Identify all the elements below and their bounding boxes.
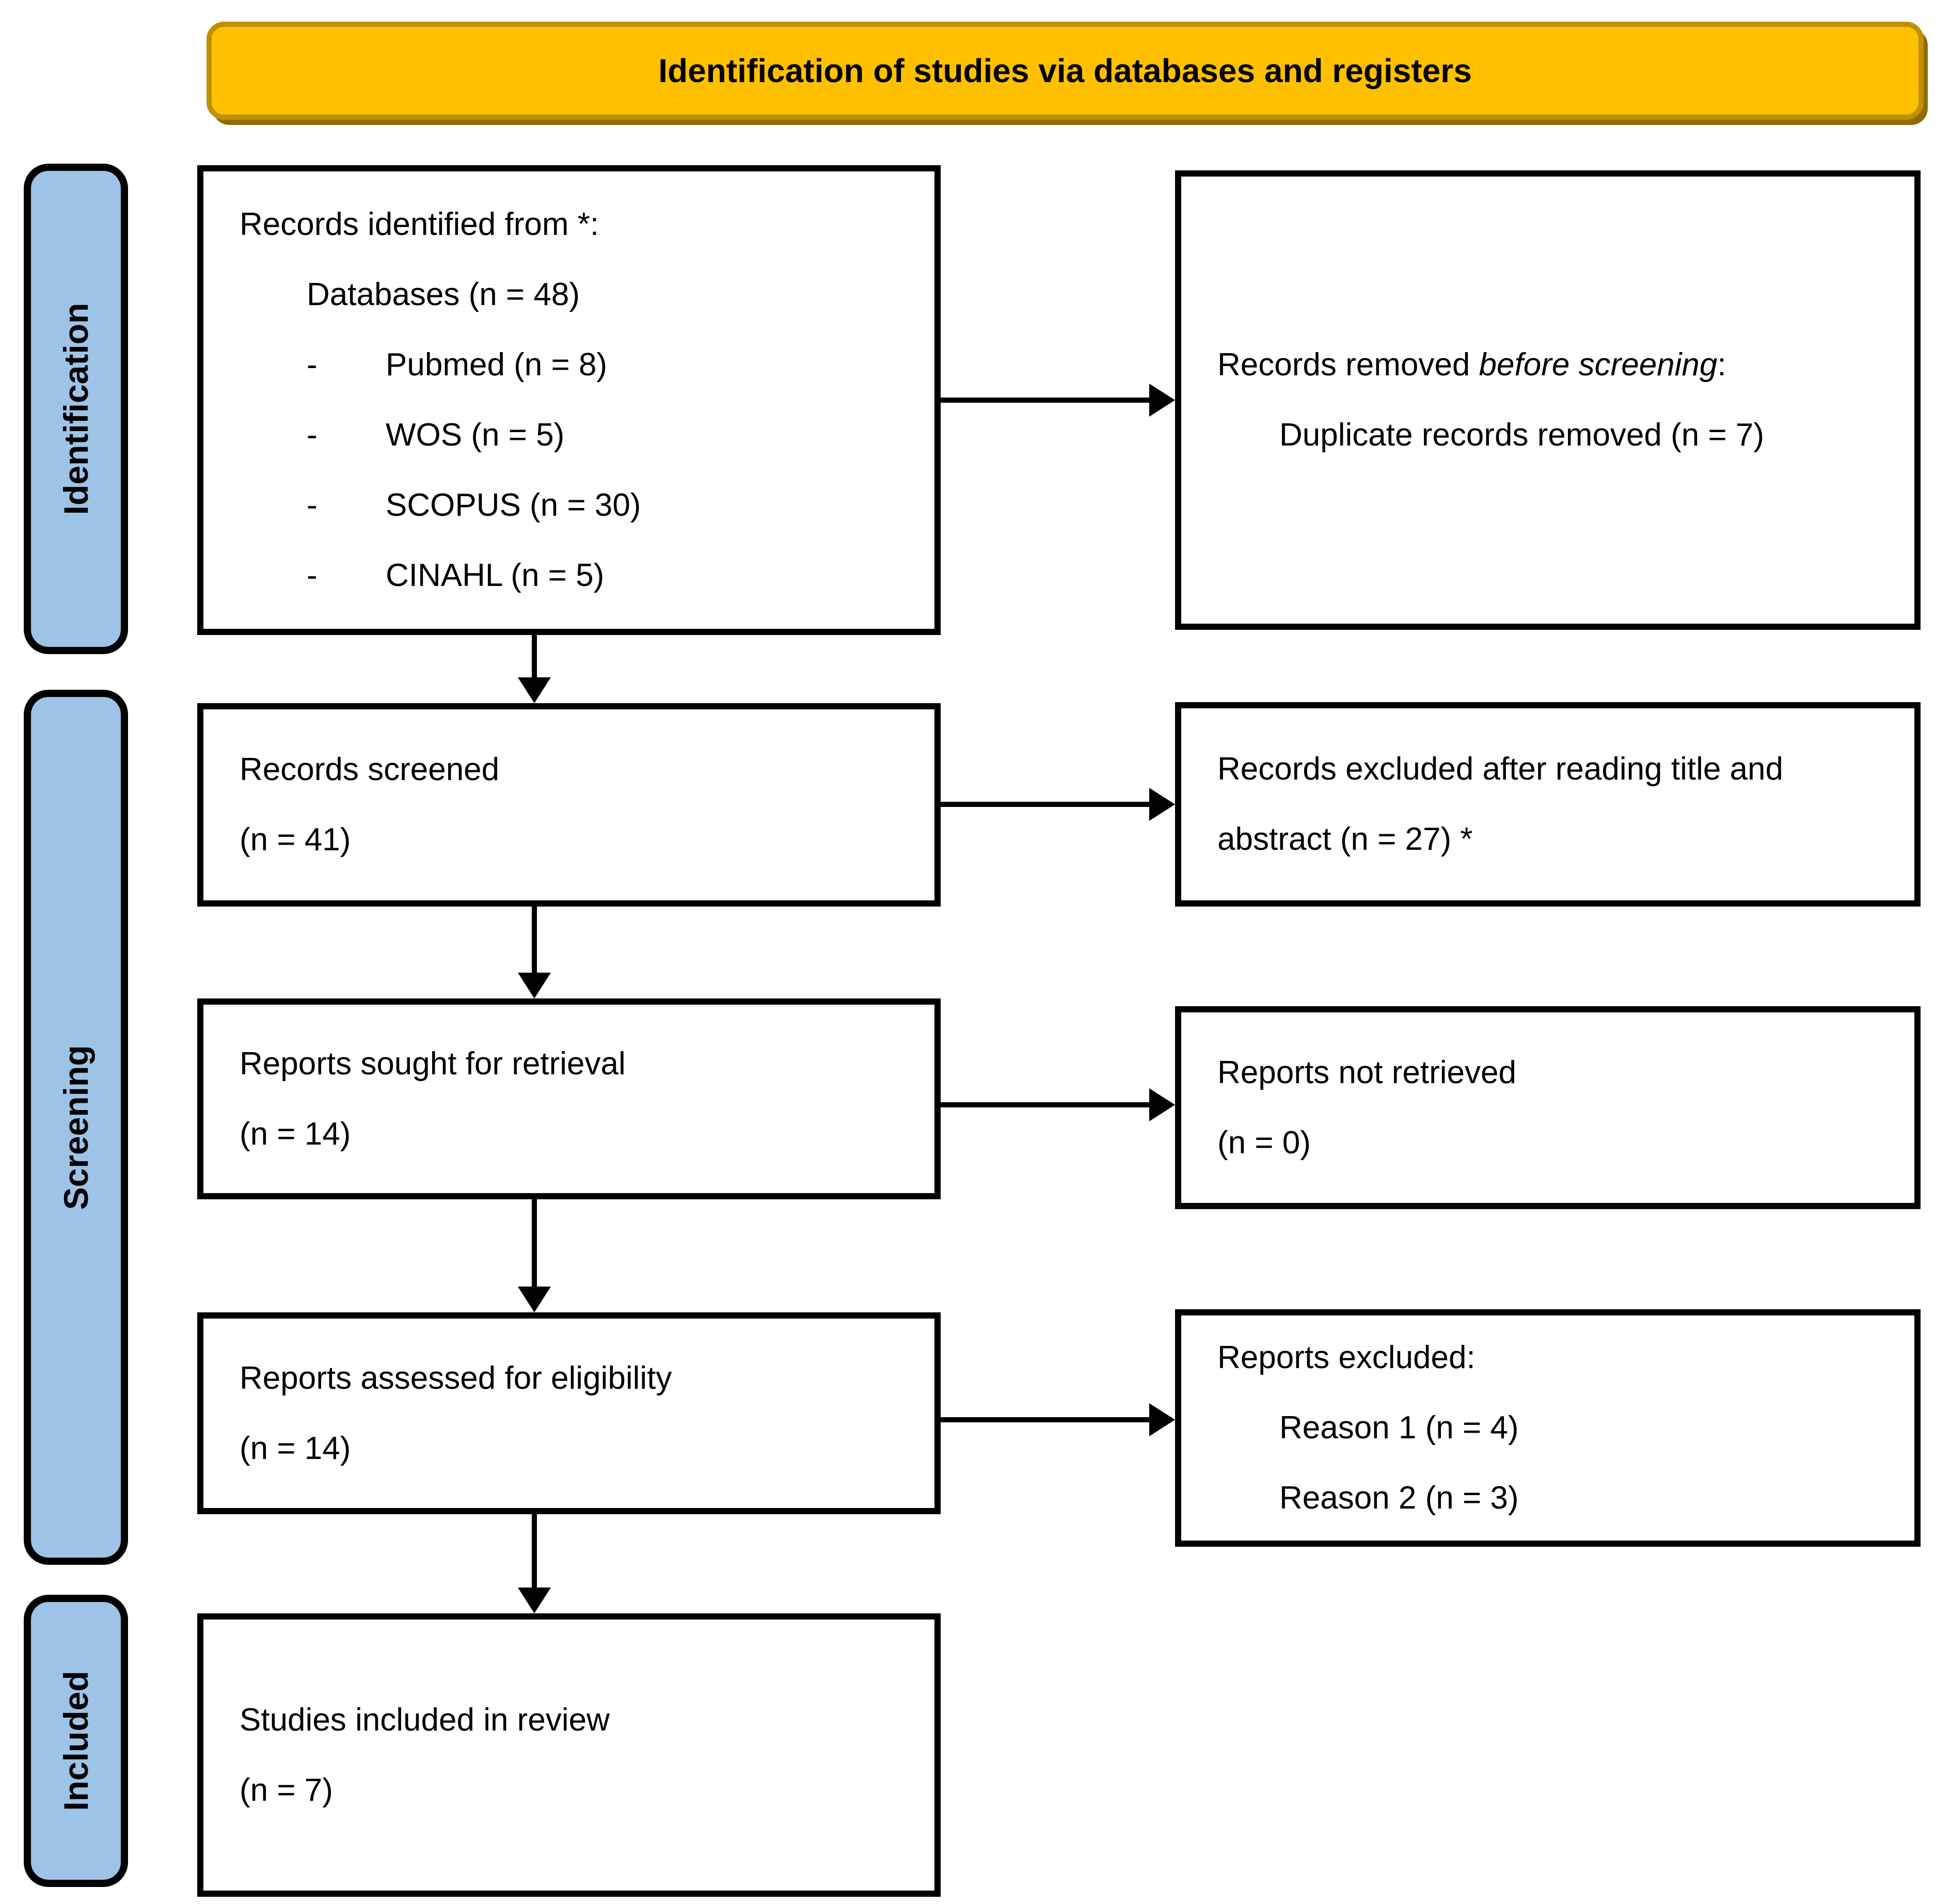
- arrowhead-right-icon: [1149, 1403, 1175, 1436]
- arrowhead-right-icon: [1149, 1088, 1175, 1121]
- header-banner: Identification of studies via databases …: [207, 22, 1924, 120]
- records-identified-item-label: Pubmed (n = 8): [386, 347, 608, 383]
- records-screened-title: Records screened: [240, 752, 500, 787]
- reports-not-retrieved-box: Reports not retrieved (n = 0): [1175, 1006, 1921, 1209]
- dash-bullet: -: [307, 558, 318, 593]
- records-removed-title: Records removed before screening:: [1217, 330, 1899, 400]
- studies-included-count: (n = 7): [240, 1772, 333, 1808]
- records-removed-title-italic: before screening: [1479, 347, 1718, 383]
- sidebar-identification: Identification: [24, 164, 128, 654]
- records-identified-databases: Databases (n = 48): [307, 277, 580, 312]
- arrow-line: [941, 1102, 1149, 1107]
- records-screened-box: Records screened (n = 41): [197, 703, 941, 907]
- reports-not-retrieved-count: (n = 0): [1217, 1124, 1311, 1161]
- reports-assessed-box: Reports assessed for eligibility (n = 14…: [197, 1312, 941, 1514]
- reports-excluded-title: Reports excluded:: [1217, 1340, 1476, 1375]
- records-identified-item-scopus: - SCOPUS (n = 30): [240, 470, 919, 541]
- arrowhead-down-icon: [518, 1588, 551, 1613]
- reports-sought-count: (n = 14): [240, 1116, 351, 1152]
- arrow-line: [941, 398, 1149, 403]
- arrowhead-right-icon: [1149, 788, 1175, 821]
- records-identified-item-label: SCOPUS (n = 30): [386, 487, 641, 523]
- sidebar-included: Included: [24, 1595, 128, 1887]
- records-excluded-box: Records excluded after reading title and…: [1175, 702, 1921, 907]
- arrow-line: [941, 802, 1149, 807]
- sidebar-screening: Screening: [24, 690, 128, 1565]
- reports-assessed-title: Reports assessed for eligibility: [240, 1360, 672, 1396]
- arrowhead-down-icon: [518, 677, 551, 703]
- studies-included-title: Studies included in review: [240, 1702, 610, 1738]
- reports-not-retrieved-title: Reports not retrieved: [1217, 1054, 1516, 1090]
- arrow-line: [532, 635, 537, 677]
- studies-included-box: Studies included in review (n = 7): [197, 1613, 941, 1897]
- reports-excluded-box: Reports excluded: Reason 1 (n = 4) Reaso…: [1175, 1309, 1921, 1547]
- sidebar-identification-label: Identification: [57, 303, 95, 515]
- reports-excluded-reason-1: Reason 1 (n = 4): [1279, 1410, 1519, 1446]
- records-identified-item-label: CINAHL (n = 5): [386, 558, 605, 593]
- arrow-line: [532, 1199, 537, 1287]
- arrow-line: [532, 907, 537, 973]
- sidebar-included-label: Included: [57, 1671, 95, 1811]
- arrowhead-right-icon: [1149, 384, 1175, 417]
- records-removed-duplicates: Duplicate records removed (n = 7): [1279, 417, 1765, 453]
- records-identified-item-pubmed: - Pubmed (n = 8): [240, 330, 919, 400]
- records-identified-box: Records identified from *: Databases (n …: [197, 165, 941, 635]
- records-identified-title: Records identified from *:: [240, 207, 599, 242]
- reports-sought-title: Reports sought for retrieval: [240, 1045, 626, 1082]
- reports-assessed-count: (n = 14): [240, 1430, 351, 1466]
- records-identified-item-cinahl: - CINAHL (n = 5): [240, 541, 919, 611]
- reports-sought-box: Reports sought for retrieval (n = 14): [197, 998, 941, 1199]
- arrowhead-down-icon: [518, 973, 551, 998]
- records-identified-item-wos: - WOS (n = 5): [240, 400, 919, 470]
- records-excluded-line2: abstract (n = 27) *: [1217, 821, 1473, 857]
- records-screened-count: (n = 41): [240, 822, 351, 858]
- header-title: Identification of studies via databases …: [658, 52, 1472, 89]
- arrowhead-down-icon: [518, 1287, 551, 1312]
- records-excluded-line1: Records excluded after reading title and: [1217, 751, 1783, 787]
- arrow-line: [532, 1514, 537, 1588]
- dash-bullet: -: [307, 487, 318, 523]
- records-removed-title-colon: :: [1717, 347, 1726, 383]
- dash-bullet: -: [307, 417, 318, 453]
- dash-bullet: -: [307, 347, 318, 383]
- sidebar-screening-label: Screening: [57, 1044, 95, 1210]
- arrow-line: [941, 1417, 1149, 1422]
- records-identified-item-label: WOS (n = 5): [386, 417, 565, 453]
- reports-excluded-reason-2: Reason 2 (n = 3): [1279, 1480, 1519, 1516]
- records-removed-title-normal: Records removed: [1217, 347, 1479, 383]
- records-removed-box: Records removed before screening: Duplic…: [1175, 170, 1921, 630]
